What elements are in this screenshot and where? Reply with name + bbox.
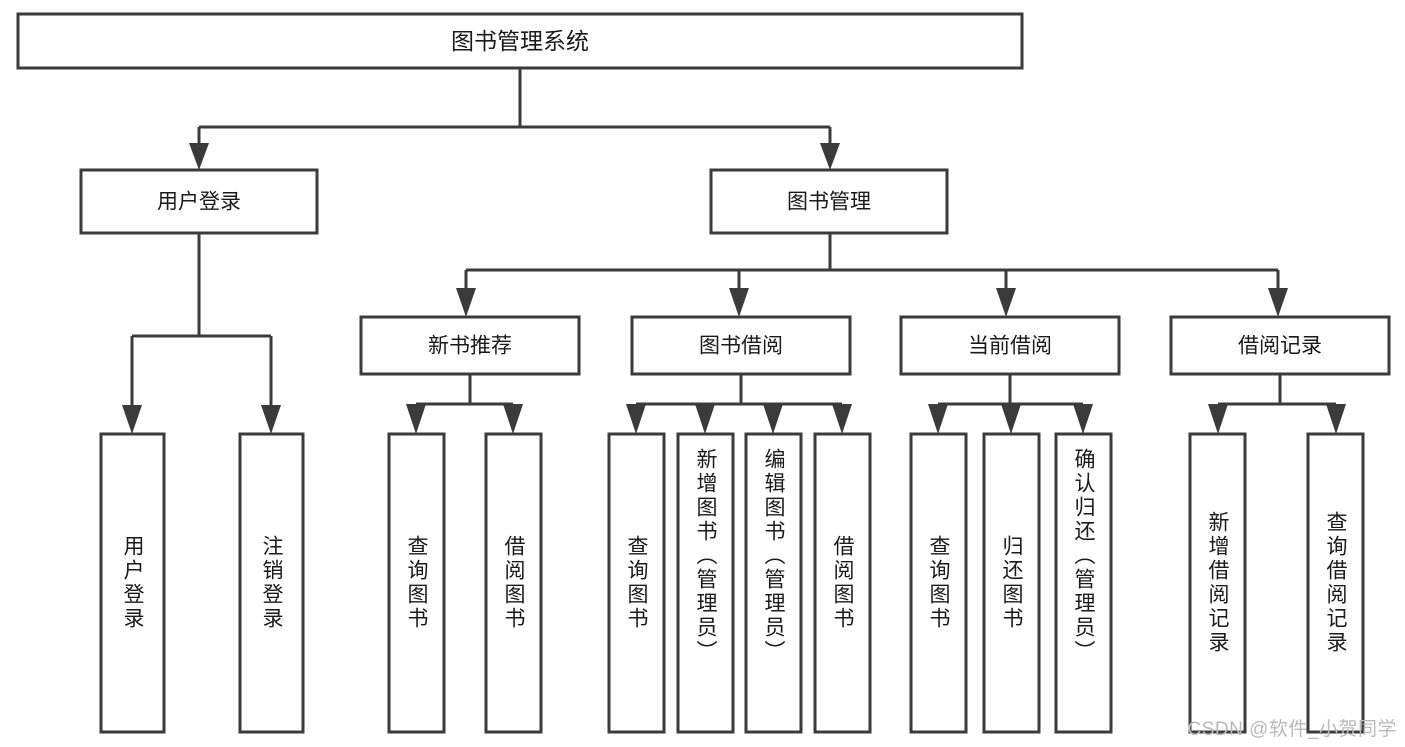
node-user-login-label: 用户登录 [157,191,241,214]
node-book-manage-label: 图书管理 [787,191,871,214]
node-leaf-add-book-box[interactable] [676,432,735,734]
arrow-head-leaf-edit-book [763,404,783,434]
arrow-head-leaf-add-record [1208,404,1228,434]
node-leaf-user-login-box[interactable] [99,432,166,734]
arrow-head-current-borrow [996,288,1016,317]
node-leaf-return-book-box[interactable] [982,432,1041,734]
node-new-book-rec-box[interactable] [359,315,581,376]
node-book-borrow[interactable]: 图书借阅 [630,315,852,376]
node-root[interactable]: 图书管理系统 [16,12,1024,70]
node-leaf-logout-box[interactable] [238,432,305,734]
node-current-borrow[interactable]: 当前借阅 [899,315,1121,376]
arrow-head-leaf-logout [261,405,281,434]
arrow-head-borrow-record [1268,288,1288,317]
node-root-box[interactable] [16,12,1024,70]
arrow-head-new-book-rec [456,288,476,317]
arrow-head-leaf-borrow-book-1 [503,404,523,434]
node-leaf-borrow-book-2-box[interactable] [813,432,872,734]
arrow-head-book-manage [820,143,840,170]
arrow-head-leaf-query-book-2 [626,404,646,434]
node-leaf-edit-book-box[interactable] [744,432,803,734]
connector-layer [122,68,1346,434]
node-new-book-rec-label: 新书推荐 [428,335,512,358]
node-borrow-record[interactable]: 借阅记录 [1169,315,1391,376]
node-leaf-query-record-box[interactable] [1306,432,1365,734]
node-user-login-box[interactable] [79,168,319,235]
node-book-manage[interactable]: 图书管理 [709,168,949,235]
arrow-head-leaf-add-book [695,404,715,434]
node-borrow-record-box[interactable] [1169,315,1391,376]
node-book-borrow-box[interactable] [630,315,852,376]
node-current-borrow-box[interactable] [899,315,1121,376]
arrow-head-leaf-confirm-return [1073,404,1093,434]
node-leaf-confirm-return-box[interactable] [1054,432,1113,734]
node-book-manage-box[interactable] [709,168,949,235]
arrow-head-leaf-query-record [1326,404,1346,434]
node-leaf-query-book-2-box[interactable] [607,432,666,734]
node-leaf-query-book-1-box[interactable] [387,432,446,734]
node-new-book-rec[interactable]: 新书推荐 [359,315,581,376]
arrow-head-book-borrow [729,288,749,317]
leaf-box-layer [99,432,1365,734]
arrow-head-leaf-borrow-book-2 [832,404,852,434]
arrow-head-leaf-user-login [122,405,142,434]
node-leaf-query-book-3-box[interactable] [909,432,968,734]
node-current-borrow-label: 当前借阅 [968,335,1052,358]
node-leaf-borrow-book-1-box[interactable] [484,432,543,734]
node-root-label: 图书管理系统 [451,28,589,54]
arrow-head-leaf-return-book [1001,404,1021,434]
node-borrow-record-label: 借阅记录 [1238,335,1322,358]
arrow-head-user-login [189,143,209,170]
node-leaf-add-record-box[interactable] [1188,432,1247,734]
csdn-watermark: CSDN @软件_小贺同学 [1187,719,1397,740]
node-user-login[interactable]: 用户登录 [79,168,319,235]
arrow-head-leaf-query-book-1 [406,404,426,434]
arrow-head-leaf-query-book-3 [928,404,948,434]
node-book-borrow-label: 图书借阅 [699,335,783,358]
